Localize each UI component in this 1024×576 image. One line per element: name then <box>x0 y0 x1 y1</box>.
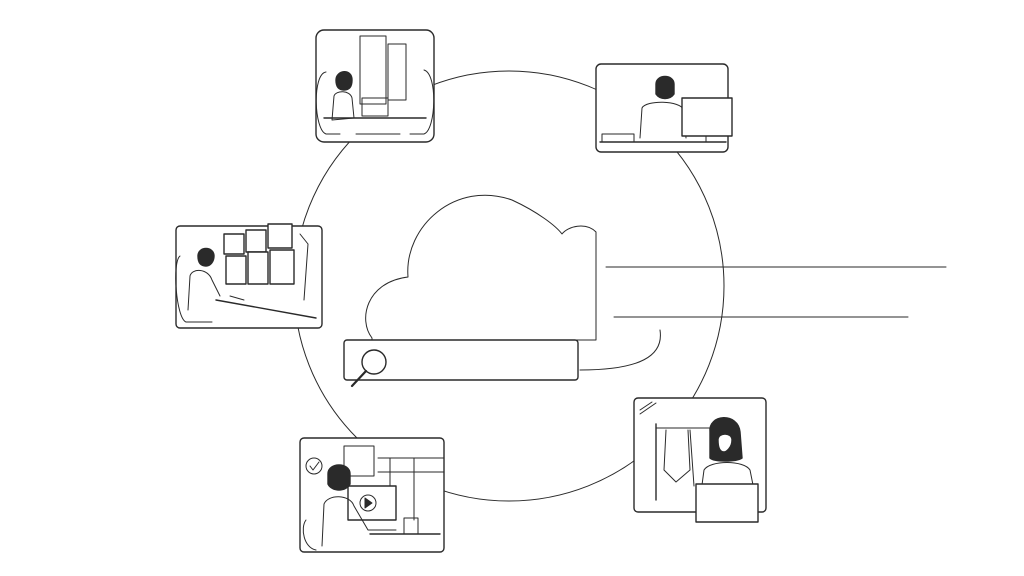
panel-fashion-designer <box>633 397 767 523</box>
magnifier-icon <box>350 349 387 388</box>
panel-office-worker <box>315 29 435 143</box>
cloud-connector <box>579 329 661 371</box>
panel-developer-desk <box>595 63 733 153</box>
play-icon <box>359 494 377 512</box>
panel-trading-station <box>175 223 323 329</box>
search-input[interactable] <box>343 339 579 381</box>
search-bar[interactable] <box>343 339 579 388</box>
panel-video-review <box>299 437 445 553</box>
checkmark-icon <box>305 457 323 475</box>
cloud-icon <box>365 194 597 341</box>
